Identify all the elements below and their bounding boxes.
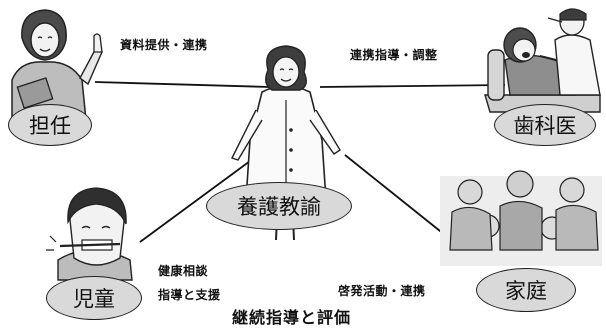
node-dentist: 歯科医	[494, 104, 596, 146]
node-nurse: 養護教諭	[206, 182, 352, 230]
node-family: 家庭	[476, 268, 576, 312]
diagram-caption: 継続指導と評価	[232, 308, 352, 327]
link-line-dentist	[319, 84, 506, 88]
link-line-homeroom	[94, 81, 271, 88]
node-homeroom: 担任	[8, 104, 92, 146]
link-label-dentist: 連携指導・調整	[350, 48, 438, 62]
link-label-student-1: 健康相談	[158, 264, 209, 278]
link-line-student	[139, 149, 266, 243]
link-line-family	[344, 154, 456, 244]
link-label-family: 啓発活動・連携	[338, 284, 426, 298]
node-student: 児童	[46, 276, 142, 320]
link-label-homeroom: 資料提供・連携	[120, 38, 208, 52]
link-label-student-2: 指導と支援	[158, 288, 221, 302]
